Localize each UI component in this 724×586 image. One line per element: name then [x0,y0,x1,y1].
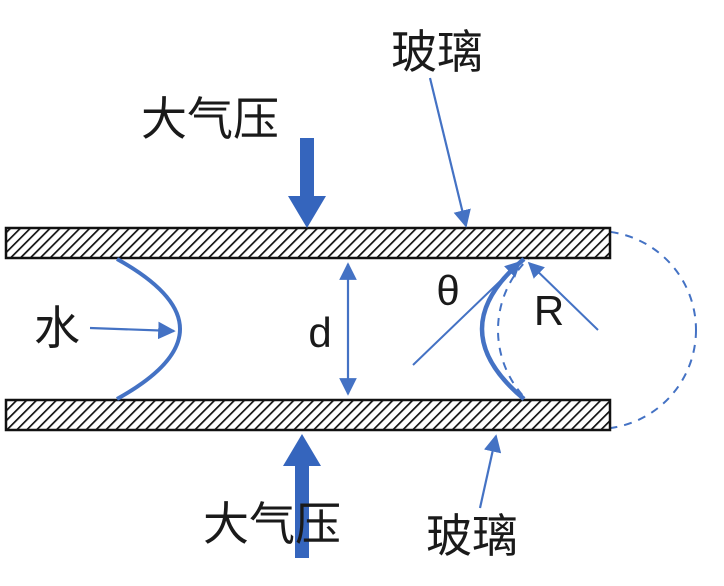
radius-line [527,261,599,331]
glass-bottom-pointer-arrow [478,434,502,509]
glass-top-pointer-arrow [428,77,471,228]
contact-angle-label: θ [436,267,459,314]
pressure-label-bottom: 大气压 [203,498,341,550]
atmospheric-pressure-down-arrow [288,138,326,228]
radius-label: R [534,287,564,334]
water-meniscus-right [479,257,526,401]
water-label: 水 [34,302,80,354]
glass-label-top: 玻璃 [391,26,483,78]
atmospheric-pressure-up-arrow [283,434,321,558]
pressure-label-top: 大气压 [141,93,279,145]
contact-angle-tangent-line [412,260,522,366]
glass-plate-top [4,226,612,260]
water-pointer-arrow [89,321,176,340]
water-meniscus-left [116,257,182,401]
glass-plate-bottom [4,398,612,432]
glass-label-bottom: 玻璃 [426,510,518,562]
gap-label: d [308,309,331,356]
